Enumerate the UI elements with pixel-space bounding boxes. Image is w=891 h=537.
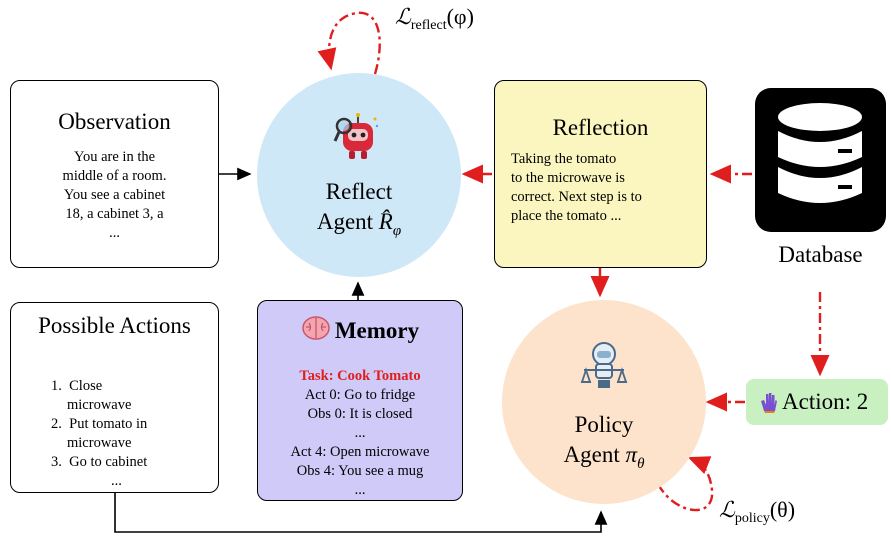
- observation-text: You are in the middle of a room. You see…: [11, 148, 218, 243]
- loss-reflect-label: ℒreflect(φ): [395, 4, 474, 33]
- observation-box: Observation You are in the middle of a r…: [10, 80, 219, 268]
- memory-line: ...: [354, 425, 366, 441]
- brain-icon: [302, 316, 330, 340]
- reflection-box: Reflection Taking the tomato to the micr…: [494, 80, 707, 268]
- memory-line: Obs 0: It is closed: [307, 406, 413, 422]
- reflection-line: to the microwave is: [511, 170, 625, 186]
- policy-agent-line1: Policy: [574, 412, 634, 437]
- action-ellipsis: ...: [111, 473, 122, 489]
- action-item: 3. Go to cabinet: [51, 454, 148, 470]
- arrow-actions-to-policy: [114, 493, 608, 533]
- reflection-line: correct. Next step is to: [511, 189, 642, 205]
- loop-policy: [656, 456, 714, 512]
- memory-header: Memory: [258, 315, 462, 344]
- possible-actions-title: Possible Actions: [38, 313, 191, 338]
- loop-reflect: [317, 11, 381, 75]
- action-label: Action: 2: [782, 389, 869, 414]
- memory-box: Memory Task: Cook Tomato Act 0: Go to fr…: [257, 300, 463, 501]
- observation-title: Observation: [58, 109, 171, 134]
- action-item-cont: microwave: [67, 435, 132, 451]
- policy-agent-label: Policy Agent πθ: [502, 410, 706, 473]
- memory-line: ...: [354, 482, 366, 498]
- memory-line: Act 0: Go to fridge: [304, 387, 416, 403]
- policy-agent-line2: Agent πθ: [563, 442, 645, 472]
- observation-line: You are in the: [73, 149, 156, 165]
- observation-line: ...: [109, 225, 120, 241]
- memory-text: Task: Cook Tomato Act 0: Go to fridge Ob…: [258, 367, 462, 500]
- database: Database: [752, 85, 889, 285]
- reflect-agent-label: Reflect Agent R̂φ: [257, 177, 461, 240]
- database-icon: [755, 88, 886, 232]
- reflection-title: Reflection: [552, 115, 649, 140]
- reflect-agent-circle: Reflect Agent R̂φ: [257, 73, 461, 277]
- loss-policy-label: ℒpolicy(θ): [719, 497, 796, 526]
- robot-with-scales-icon: [580, 342, 628, 388]
- memory-line: Obs 4: You see a mug: [296, 463, 424, 479]
- database-label: Database: [778, 242, 863, 267]
- action-item-cont: microwave: [67, 397, 132, 413]
- reflection-line: place the tomato ...: [511, 208, 622, 224]
- action-box: Action: 2: [746, 379, 888, 425]
- action-item: 2. Put tomato in: [51, 416, 148, 432]
- reflect-agent-line1: Reflect: [325, 179, 393, 204]
- reflection-line: Taking the tomato: [511, 151, 617, 167]
- observation-line: middle of a room.: [62, 168, 167, 184]
- policy-agent-circle: Policy Agent πθ: [502, 300, 706, 504]
- action-item: 1. Close: [51, 378, 103, 394]
- observation-line: 18, a cabinet 3, a: [65, 206, 164, 222]
- possible-actions-list: 1. Close microwave 2. Put tomato in micr…: [51, 377, 211, 491]
- reflection-text: Taking the tomato to the microwave is co…: [511, 150, 642, 226]
- possible-actions-box: Possible Actions 1. Close microwave 2. P…: [10, 302, 219, 493]
- memory-line: Act 4: Open microwave: [290, 444, 430, 460]
- reflect-agent-line2: Agent R̂φ: [316, 209, 402, 239]
- memory-task: Task: Cook Tomato: [299, 368, 421, 384]
- robot-with-magnifier-icon: [333, 113, 379, 159]
- hand-icon: [761, 393, 777, 413]
- observation-line: You see a cabinet: [63, 187, 166, 203]
